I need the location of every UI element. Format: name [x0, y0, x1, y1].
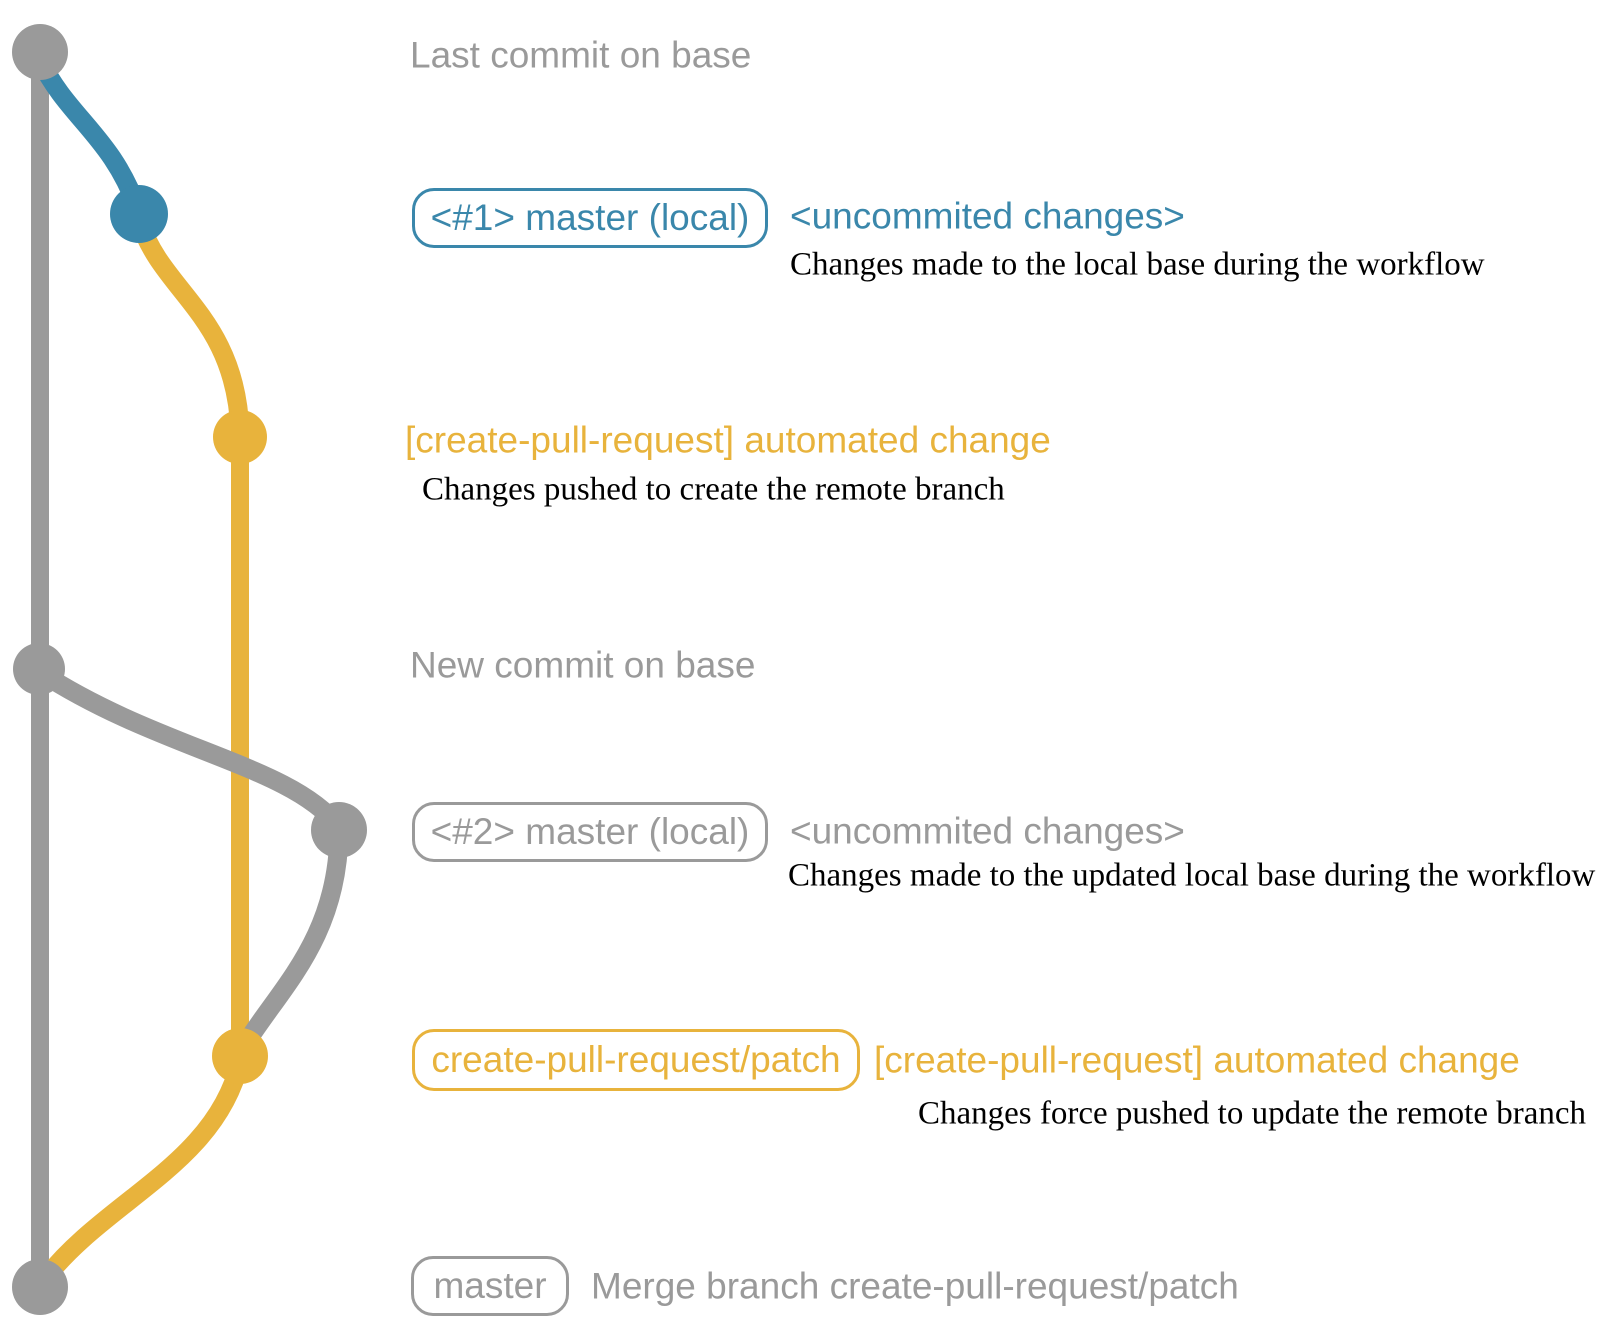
commit-dot-last-base: [12, 24, 68, 80]
heading-last-commit-on-base: Last commit on base: [410, 34, 752, 76]
branch-curve-patch-create: [130, 212, 250, 442]
branch-curve-patch-merge: [34, 1052, 250, 1290]
annotation-uncommitted-changes-2: <uncommited changes>: [790, 810, 1185, 852]
commit-dot-patch-1: [213, 410, 267, 464]
badge-master-local-2-label: <#2> master (local): [430, 811, 750, 852]
badge-master-local-1: <#1> master (local): [412, 188, 768, 248]
commit-dot-new-base: [13, 643, 65, 695]
heading-new-commit-on-base: New commit on base: [410, 644, 756, 686]
branch-curve-local-master-1: [30, 50, 148, 220]
label-automated-change-2: [create-pull-request] automated change: [874, 1039, 1520, 1081]
commit-dot-master-local-1: [110, 185, 168, 243]
badge-master-label: master: [433, 1265, 547, 1306]
badge-master-local-2: <#2> master (local): [412, 802, 768, 862]
commit-dot-patch-2: [212, 1028, 268, 1084]
description-local-changes-2: Changes made to the updated local base d…: [788, 857, 1596, 894]
badge-create-pull-request-patch: create-pull-request/patch: [412, 1029, 860, 1091]
description-local-changes-1: Changes made to the local base during th…: [790, 246, 1485, 283]
branch-curve-local-master-2a: [30, 662, 348, 836]
description-pushed-remote-branch: Changes pushed to create the remote bran…: [422, 471, 1005, 508]
label-merge-branch: Merge branch create-pull-request/patch: [591, 1265, 1239, 1307]
commit-dot-merge: [12, 1259, 68, 1315]
branch-curve-local-master-2b: [233, 822, 349, 1058]
label-automated-change-1: [create-pull-request] automated change: [405, 419, 1051, 461]
badge-master: master: [411, 1256, 569, 1316]
description-force-pushed-remote-branch: Changes force pushed to update the remot…: [918, 1095, 1587, 1132]
badge-master-local-1-label: <#1> master (local): [430, 197, 750, 238]
annotation-uncommitted-changes-1: <uncommited changes>: [790, 195, 1185, 237]
commit-dot-master-local-2: [311, 802, 367, 858]
badge-create-pull-request-patch-label: create-pull-request/patch: [431, 1039, 841, 1080]
